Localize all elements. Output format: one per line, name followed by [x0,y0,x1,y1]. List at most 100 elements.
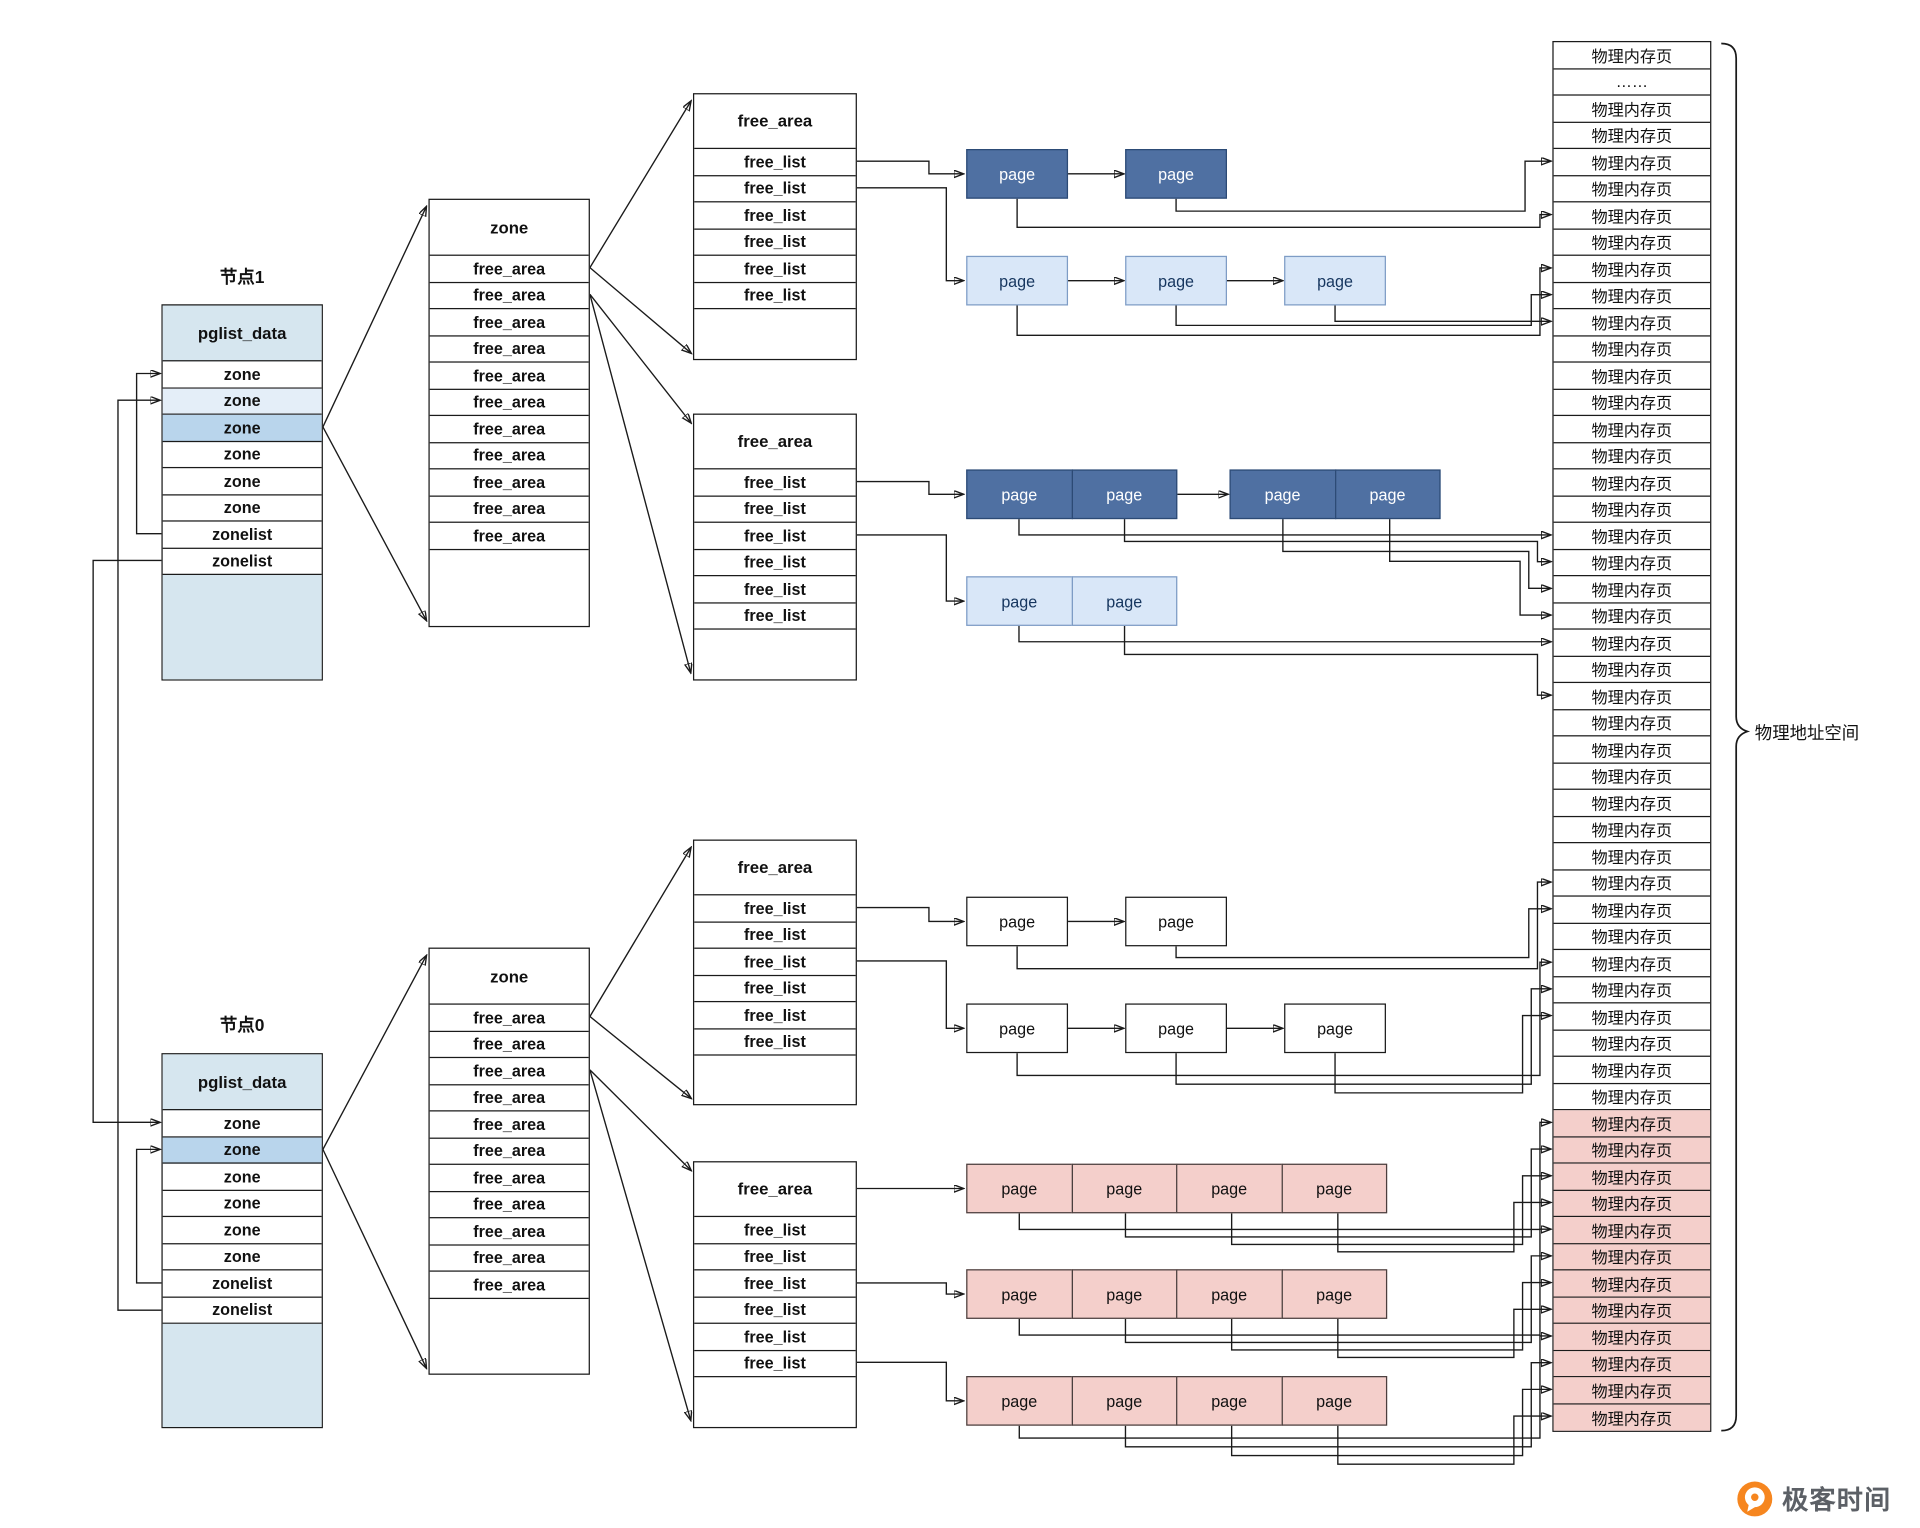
node1-row: zonelist [162,522,322,549]
free-list-row: free_list [694,1270,856,1298]
zone-expansion-lines [322,102,691,1420]
node0-row: zone [162,1164,322,1191]
physical-page-row: 物理内存页 [1553,309,1711,336]
physical-page-row: …… [1553,69,1711,96]
free-list-row: free_list [694,576,856,603]
physical-page-row: 物理内存页 [1553,1136,1711,1164]
physical-page-row: 物理内存页 [1553,1217,1711,1244]
physical-page-row: 物理内存页 [1553,122,1711,150]
physical-page-row: 物理内存页 [1553,363,1711,390]
physical-page-row: 物理内存页 [1553,523,1711,550]
page-box: page [966,1376,1073,1426]
node1-row: zone [162,441,322,469]
physical-page-row: 物理内存页 [1553,1057,1711,1084]
physical-page-row: 物理内存页 [1553,1163,1711,1191]
free-area-table-4-empty [694,1377,855,1427]
free-list-row: free_list [694,922,856,949]
page-chain-order1-white-a: page page [966,896,1227,947]
free-area-row: free_area [429,416,589,443]
physical-page-row: 物理内存页 [1553,96,1711,123]
physical-page-row: 物理内存页 [1553,176,1711,203]
free-area-table-3-empty [694,1056,855,1104]
physical-page-row: 物理内存页 [1553,1084,1711,1111]
free-area-row: free_area [429,1058,589,1085]
page-box: page [1125,1003,1227,1054]
zone-table-node0-header: zone [429,949,589,1005]
physical-page-row: 物理内存页 [1553,763,1711,790]
free-area-row: free_area [429,443,589,470]
free-area-row: free_area [429,1165,589,1192]
physical-page-row: 物理内存页 [1553,1403,1711,1431]
page-box: page [1176,1163,1283,1214]
freelist-page-arrows [856,160,963,1401]
physical-page-row: 物理内存页 [1553,817,1711,844]
address-space-brace [1721,42,1751,1432]
free-area-row: free_area [429,1085,589,1112]
page-box: page [1334,469,1441,520]
free-area-row: free_area [429,363,589,390]
free-list-row: free_list [694,1297,856,1324]
node1-row: zone [162,361,322,389]
free-list-row: free_list [694,1002,856,1029]
node0-empty-area [162,1323,322,1427]
free-area-table-4-header: free_area [694,1162,856,1218]
node1-empty-area [162,574,322,680]
physical-page-row: 物理内存页 [1553,443,1711,470]
physical-page-row: 物理内存页 [1553,550,1711,577]
node1-title: 节点1 [219,267,265,287]
page-link-arrows [1068,174,1282,1028]
node0-row: zone [162,1244,322,1271]
physical-page-row: 物理内存页 [1553,496,1711,523]
physical-page-row: 物理内存页 [1553,977,1711,1004]
zonelist-loop-lines [92,374,162,1311]
page-box: page [966,1003,1069,1054]
node0-pglist-data-header: pglist_data [162,1054,322,1111]
page-box: page [966,896,1069,947]
physical-page-row: 物理内存页 [1553,656,1711,684]
physical-page-row: 物理内存页 [1553,283,1711,310]
free-list-row: free_list [694,202,856,230]
node0-row: zone [162,1136,322,1164]
free-area-row: free_area [429,523,589,550]
page-box: page [966,149,1069,199]
free-list-row: free_list [694,523,856,550]
free-area-row: free_area [429,256,589,283]
node1-row: zonelist [162,548,322,575]
physical-page-row: 物理内存页 [1553,229,1711,256]
free-area-row: free_area [429,1192,589,1219]
free-list-row: free_list [694,469,856,497]
free-area-table-3-header: free_area [694,841,856,896]
geektime-icon [1737,1481,1773,1517]
physical-page-row: 物理内存页 [1553,336,1711,363]
free-area-row: free_area [429,389,589,417]
page-box: page [1281,1163,1388,1214]
free-area-row: free_area [429,1112,589,1139]
physical-page-row: 物理内存页 [1553,576,1711,603]
page-box: page [1071,1269,1178,1319]
free-area-table-2-empty [694,630,855,680]
page-box: page [966,576,1073,626]
free-list-row: free_list [694,229,856,256]
node1-row: zone [162,468,322,495]
free-area-row: free_area [429,469,589,497]
zone-table-node1-empty [430,550,589,626]
page-box: page [1125,896,1227,947]
page-memory-buses [1016,161,1550,1465]
free-area-row: free_area [429,1272,589,1299]
free-list-row: free_list [694,176,856,203]
free-area-row: free_area [429,1138,589,1165]
page-box: page [966,469,1073,520]
geektime-logo: 极客时间 [1736,1480,1891,1517]
physical-page-row: 物理内存页 [1553,389,1711,417]
physical-page-row: 物理内存页 [1553,1243,1711,1271]
